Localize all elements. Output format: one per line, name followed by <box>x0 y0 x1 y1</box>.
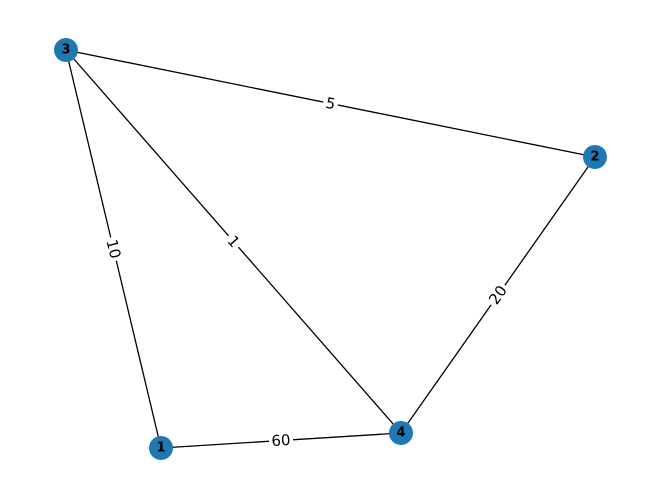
edge-label-background <box>321 92 340 115</box>
edge-label-2-4: 20 <box>482 279 514 311</box>
edge-label-3-1: 10 <box>100 235 127 263</box>
edge-label-background <box>268 429 294 452</box>
node-label: 2 <box>590 150 599 165</box>
edge-label-3-2: 5 <box>321 92 340 115</box>
edge-label-background <box>482 279 514 311</box>
edge-label-1-4: 60 <box>268 429 294 452</box>
node-circle <box>389 421 413 445</box>
node-circle <box>54 38 78 62</box>
edge-labels-layer: 5 10 1 20 60 <box>100 92 514 452</box>
edge-label-background <box>100 235 127 263</box>
edge-weight-label: 60 <box>271 431 291 450</box>
node-1: 1 <box>149 436 173 460</box>
node-label: 3 <box>61 43 70 58</box>
node-3: 3 <box>54 38 78 62</box>
edge-weight-label: 10 <box>103 238 125 261</box>
edge-label-background <box>221 229 246 254</box>
node-circle <box>149 436 173 460</box>
node-2: 2 <box>583 145 607 169</box>
node-label: 4 <box>396 426 405 441</box>
edge-weight-label: 20 <box>485 282 511 308</box>
node-4: 4 <box>389 421 413 445</box>
node-label: 1 <box>156 441 165 456</box>
nodes-layer: 3 2 1 4 <box>54 38 607 460</box>
edge-weight-label: 5 <box>324 94 337 114</box>
edge-label-3-4: 1 <box>221 229 246 254</box>
node-circle <box>583 145 607 169</box>
